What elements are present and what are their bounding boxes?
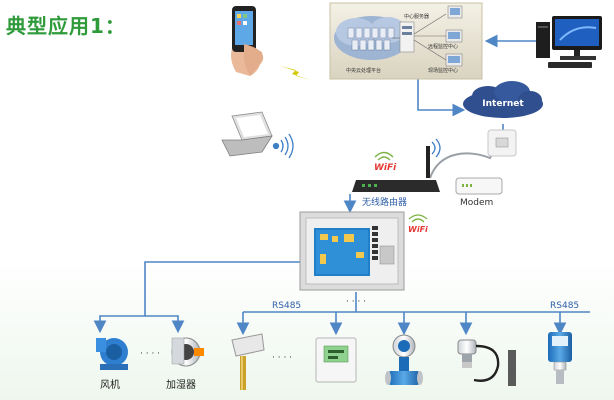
wall-jack: [487, 129, 517, 157]
page-title: 典型应用1：: [6, 14, 126, 38]
sensor-ellipsis: · · · ·: [272, 353, 292, 363]
smartphone-hand: [231, 6, 264, 76]
fan-ellipsis: · · · ·: [140, 349, 160, 359]
cloud-platform: 中心服务器 远程监控中心 现场监控中心 中央云处理平台: [329, 2, 483, 80]
rs485-label-right: RS485: [550, 301, 579, 311]
router-wifi-label: WiFi: [374, 163, 397, 173]
pressure-transmitter-cable: [457, 339, 500, 382]
controller-wifi-label: WiFi: [408, 225, 428, 234]
humidifier-label: 加湿器: [166, 379, 196, 391]
fan-label: 风机: [100, 378, 120, 391]
humidifier-device: [171, 337, 204, 367]
internet-label: Internet: [482, 99, 524, 109]
flowmeter: [385, 334, 423, 385]
connection-lines: [93, 34, 590, 336]
modem: Modem: [455, 177, 503, 208]
cloud-platform-label: 中央云处理平台: [346, 67, 381, 74]
desktop-computer: [536, 16, 602, 68]
modem-cable: [429, 139, 501, 179]
duct-sensor: [231, 333, 265, 390]
thermo-hygrometer: [315, 337, 357, 383]
lightning-icon: [280, 66, 310, 80]
pressure-transmitter: [548, 332, 572, 384]
rs485-label-left: RS485: [272, 301, 301, 311]
site-monitor-label: 现场监控中心: [428, 67, 458, 74]
remote-monitor-label: 远程监控中心: [428, 43, 458, 50]
fan-device: [96, 338, 128, 370]
wireless-router: WiFi: [352, 146, 440, 192]
bus-ellipsis: · · · ·: [346, 297, 366, 307]
router-signal-icon: [431, 138, 441, 158]
wireless-signal-icon: [272, 133, 294, 159]
laptop: [221, 111, 273, 157]
internet-cloud: Internet: [463, 81, 543, 118]
center-server-label: 中心服务器: [404, 13, 429, 20]
level-probe: [508, 350, 516, 386]
controller-cabinet: WiFi: [299, 211, 428, 291]
modem-label: Modem: [460, 198, 493, 208]
router-label: 无线路由器: [362, 196, 407, 208]
